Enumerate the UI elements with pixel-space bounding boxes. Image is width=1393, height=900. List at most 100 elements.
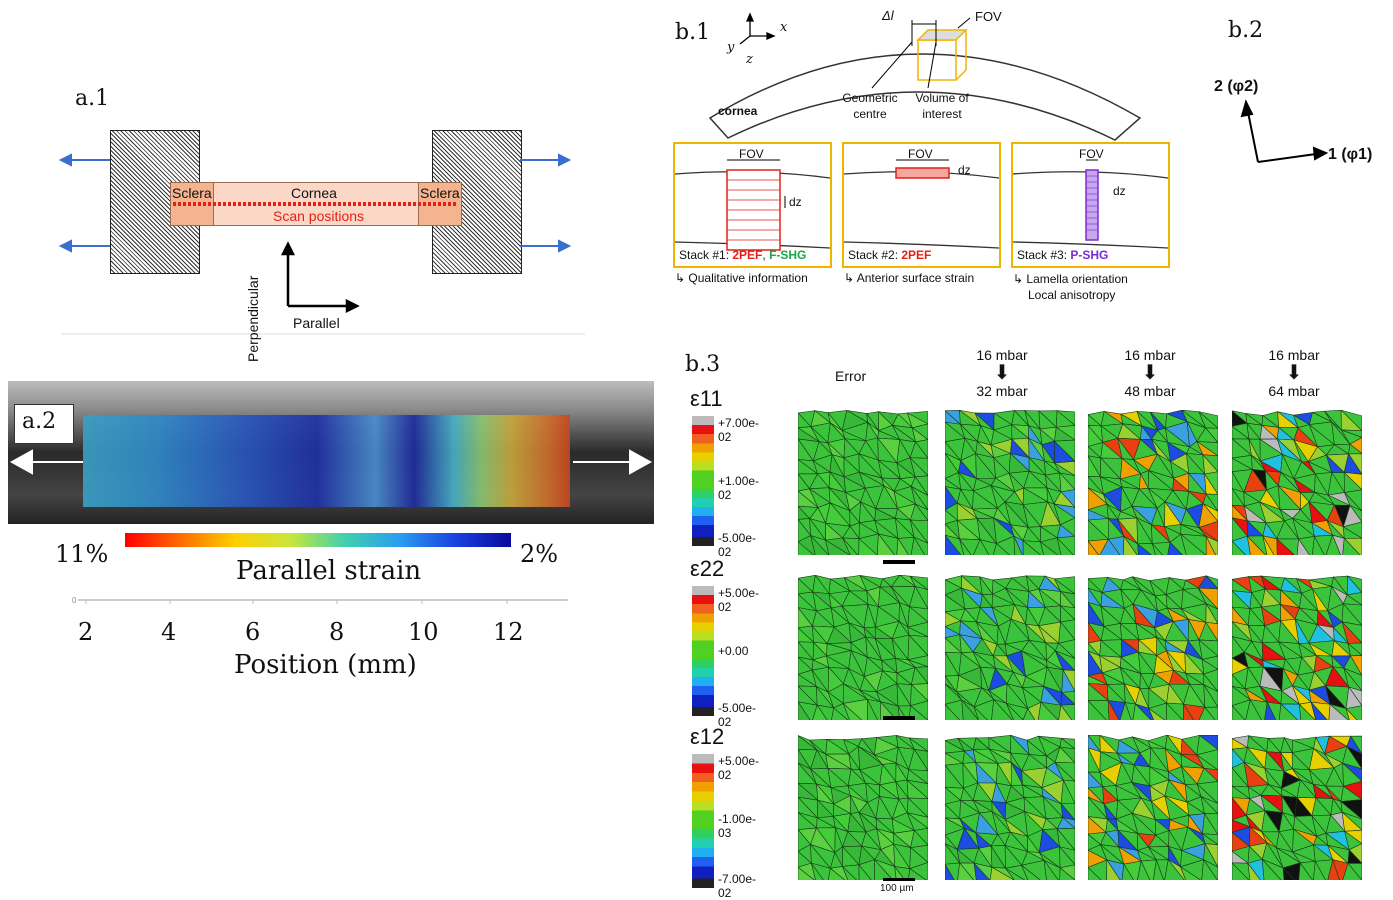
mesh-element (1164, 489, 1188, 510)
mesh-element (1187, 619, 1200, 642)
mesh-element (1333, 626, 1350, 644)
stack-2-caption-text: Anterior surface strain (856, 271, 975, 285)
b2-axes (1240, 99, 1329, 163)
mesh-element (866, 413, 879, 431)
mesh-element (1124, 702, 1136, 720)
mesh-element (957, 519, 981, 541)
mesh-element (1088, 540, 1100, 555)
mesh-element (882, 484, 898, 509)
mesh-element (843, 575, 868, 592)
mesh-element (842, 699, 868, 720)
mesh-element (1261, 809, 1280, 833)
mesh-element (1292, 414, 1311, 429)
mesh-element (988, 737, 1011, 754)
a2-tick-2: 6 (245, 618, 261, 646)
mesh-element (1247, 786, 1262, 800)
mesh-element (1308, 624, 1335, 644)
mesh-element (875, 818, 895, 835)
mesh-element (810, 843, 832, 869)
mesh-element (990, 834, 1006, 847)
mesh-element (1058, 639, 1075, 659)
mesh-element (825, 522, 844, 541)
mesh-element (1232, 606, 1249, 626)
mesh-element (1088, 650, 1103, 677)
mesh-element (798, 735, 818, 751)
mesh-element (909, 575, 928, 591)
mesh-element (1010, 762, 1023, 786)
colorbar-left-label: 11% (55, 540, 109, 568)
mesh-element (1140, 425, 1159, 440)
mesh-element (1011, 437, 1030, 459)
mesh-element (1060, 590, 1075, 609)
stack-1-fov: FOV (739, 147, 764, 161)
mesh-element (945, 786, 964, 802)
mesh-element (910, 666, 928, 685)
mesh-element (1054, 578, 1075, 595)
mesh-element (1123, 683, 1141, 705)
mesh-element (1054, 746, 1075, 764)
stack-1-label-sep: , (762, 248, 770, 262)
mesh-element (1102, 486, 1122, 513)
mesh-element (1342, 526, 1362, 539)
mesh-element (1292, 518, 1315, 538)
mesh-element (1100, 592, 1126, 609)
mesh-element (830, 605, 850, 624)
mesh-element (1044, 472, 1062, 493)
mesh-element (1150, 438, 1171, 463)
a1-diagram: Sclera Sclera Cornea Scan positions Perp… (55, 130, 585, 362)
mesh-element (1046, 501, 1061, 525)
mesh-element (1022, 784, 1044, 798)
mesh-element (1088, 642, 1100, 657)
mesh-element (1088, 455, 1101, 478)
mesh-element (1025, 575, 1040, 592)
mesh-element (945, 752, 964, 766)
mesh-element (843, 667, 861, 692)
mesh-element (1037, 588, 1062, 607)
mesh-element (1107, 518, 1125, 537)
mesh-element (1011, 575, 1030, 593)
mesh-element (1088, 787, 1105, 805)
mesh-element (1006, 671, 1024, 689)
mesh-element (798, 591, 817, 612)
mesh-element (1010, 603, 1027, 625)
mesh-element (1276, 538, 1295, 555)
mesh-element (1022, 539, 1041, 555)
row-2-colorbar (692, 586, 714, 716)
mesh-element (849, 812, 867, 833)
mesh-element (1325, 534, 1341, 555)
mesh-element (1340, 785, 1362, 802)
mesh-element (1293, 828, 1318, 846)
mesh-element (1115, 812, 1139, 835)
mesh-element (1038, 606, 1062, 627)
mesh-element (1308, 768, 1327, 787)
mesh-element (1164, 640, 1185, 654)
mesh-element (1013, 535, 1024, 555)
mesh-element (1345, 686, 1362, 709)
mesh-element (896, 682, 912, 707)
mesh-element (891, 798, 908, 820)
mesh-element (1137, 860, 1151, 880)
mesh-element (798, 850, 812, 868)
mesh-element (1124, 683, 1137, 705)
mesh-element (1198, 706, 1216, 720)
mesh-element (1196, 427, 1218, 443)
mesh-element (973, 687, 995, 708)
mesh-element (827, 767, 852, 787)
mesh-element (1010, 752, 1030, 772)
mesh-element (863, 604, 876, 629)
mesh-element (1198, 621, 1218, 642)
mesh-element (1010, 784, 1025, 799)
mesh-element (1169, 533, 1187, 555)
mesh-element (959, 862, 977, 880)
mesh-element (1149, 577, 1170, 596)
mesh-element (808, 487, 831, 504)
mesh-element (945, 634, 962, 654)
mesh-element (1038, 701, 1059, 720)
mesh-element (1196, 735, 1218, 756)
mesh-element (945, 740, 966, 754)
mesh-element (1283, 768, 1301, 781)
mesh-element (1088, 675, 1108, 685)
mesh-element (1204, 843, 1218, 868)
mesh-element (1331, 640, 1352, 657)
mesh-element (827, 412, 843, 431)
